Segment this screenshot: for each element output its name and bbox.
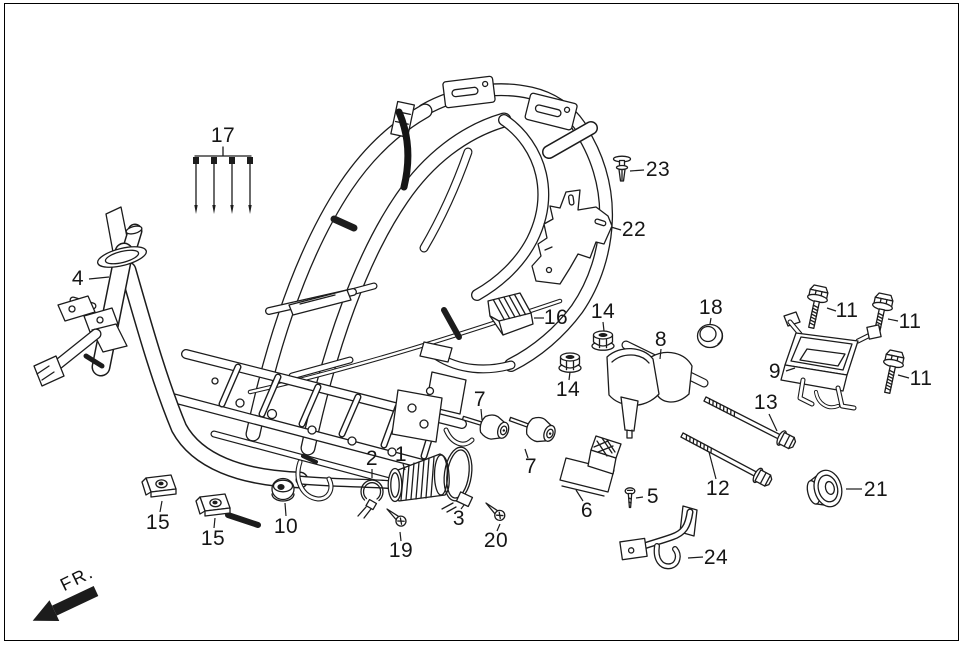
part-drawing-24-stay-bracket <box>619 505 698 570</box>
part-drawing-10-grommet <box>271 477 295 502</box>
part-drawing-22-bracket-plate <box>531 189 613 285</box>
part-number-label: 16 <box>543 306 569 329</box>
part-number-label: 23 <box>645 158 671 181</box>
part-drawing-21-rubber-plug <box>806 469 843 508</box>
part-number-label: 6 <box>580 499 594 522</box>
part-drawing-13-long-bolt <box>700 391 799 452</box>
part-number-label: 7 <box>524 455 538 478</box>
part-number-label: 11 <box>898 310 922 333</box>
part-drawing-11-flange-bolt-c <box>876 348 907 396</box>
part-number-label: 18 <box>698 296 724 319</box>
part-drawing-18-ring-grommet <box>696 323 724 349</box>
fr-arrow-icon <box>32 586 99 621</box>
part-drawing-3-band-clamp <box>441 446 474 513</box>
part-number-label: 7 <box>473 388 487 411</box>
part-drawing-11-flange-bolt-a <box>800 283 831 331</box>
part-number-label: 10 <box>273 515 299 538</box>
part-drawing-15-clip-nut-b <box>195 493 231 517</box>
part-number-label: 14 <box>590 300 616 323</box>
part-number-label: 12 <box>705 477 731 500</box>
part-number-label: 24 <box>703 546 729 569</box>
part-number-label: 11 <box>835 299 859 322</box>
part-number-label: 2 <box>365 447 379 470</box>
part-number-label: 13 <box>753 391 779 414</box>
part-drawing-17-stud-pins <box>193 146 253 214</box>
part-number-label: 15 <box>200 527 226 550</box>
part-number-label: 9 <box>768 360 782 383</box>
part-number-label: 8 <box>654 328 668 351</box>
part-drawing-9-battery-box-bracket <box>780 311 882 411</box>
part-number-label: 5 <box>646 485 660 508</box>
part-drawing-7-bushing-a <box>458 406 513 445</box>
part-number-label: 3 <box>452 507 466 530</box>
part-drawing-19-screw <box>383 504 409 529</box>
part-number-label: 19 <box>388 539 414 562</box>
part-drawing-16-finned-cushion <box>487 292 534 336</box>
part-number-label: 11 <box>909 367 933 390</box>
leader-lines <box>88 169 910 559</box>
part-number-label: 17 <box>210 124 236 147</box>
part-drawing-2-hose-clamp <box>357 479 384 519</box>
part-drawing-7-bushing-b <box>505 407 560 448</box>
part-number-label: 15 <box>145 511 171 534</box>
part-drawing-23-push-clip <box>612 155 632 182</box>
part-drawing-1-air-duct-boot <box>387 453 450 503</box>
part-number-label: 20 <box>483 529 509 552</box>
part-number-label: 22 <box>621 218 647 241</box>
part-drawing-6-rubber-stopper <box>559 435 622 497</box>
part-number-label: 4 <box>71 267 85 290</box>
part-drawing-8-engine-hanger <box>606 340 709 439</box>
part-drawing-20-screw <box>482 498 508 524</box>
part-number-label: 21 <box>863 478 889 501</box>
part-number-label: 1 <box>394 443 408 466</box>
part-drawing-5-small-screw <box>624 487 636 509</box>
part-drawing-frame <box>33 75 614 528</box>
part-number-label: 14 <box>555 378 581 401</box>
part-drawing-15-clip-nut-a <box>141 474 177 498</box>
part-drawing-14-flange-nut-a <box>591 330 615 351</box>
part-drawing-14-flange-nut-b <box>558 352 582 373</box>
